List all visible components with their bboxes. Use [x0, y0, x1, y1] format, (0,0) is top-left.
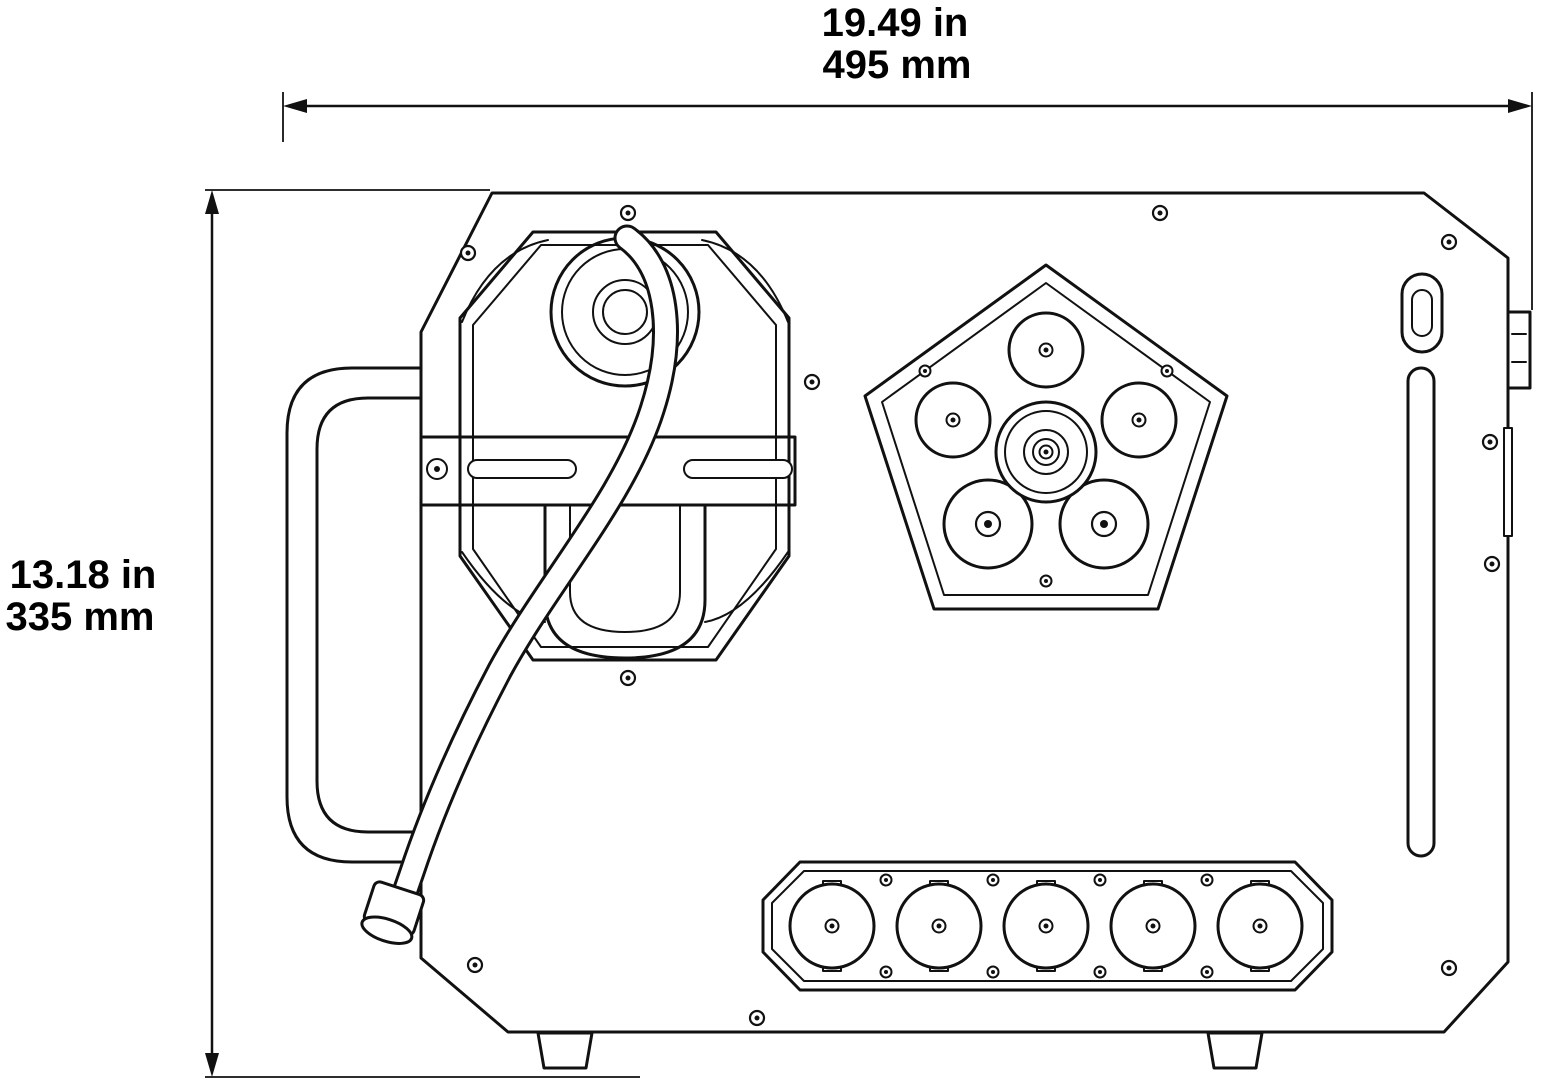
height-dimension-inches: 13.18 in [10, 553, 157, 597]
screw [748, 1009, 766, 1027]
screw [803, 373, 821, 391]
screw [1200, 965, 1214, 979]
screw [1093, 965, 1107, 979]
flexible-hose [360, 224, 679, 945]
screw [986, 873, 1000, 887]
lens-center [1038, 918, 1054, 934]
blower-assembly [421, 230, 797, 662]
screw [619, 669, 637, 687]
lens-center [1131, 412, 1147, 428]
bottom-lens-strip [761, 860, 1334, 992]
yoke-bracket [543, 503, 707, 660]
screw [879, 873, 893, 887]
lens-center [1252, 918, 1268, 934]
edge-recess [1503, 427, 1513, 537]
screw [1440, 233, 1458, 251]
lens-center [824, 918, 840, 934]
foot-right [1206, 1031, 1264, 1070]
lens-center [1038, 342, 1054, 358]
screw [1151, 204, 1169, 222]
center-nozzle [994, 400, 1098, 504]
screw [1160, 364, 1174, 378]
lens-center [974, 510, 1002, 538]
side-handle [285, 366, 423, 864]
screw [1481, 433, 1499, 451]
screw [918, 364, 932, 378]
width-dimension: 19.49 in 495 mm [282, 1, 1533, 310]
power-connector [1506, 310, 1532, 390]
screw [1039, 574, 1053, 588]
height-dimension-mm: 335 mm [6, 595, 155, 639]
foot-left [536, 1031, 594, 1070]
right-side-details [1400, 272, 1532, 858]
width-dimension-inches: 19.49 in [822, 1, 969, 45]
screw [1483, 555, 1501, 573]
screw [459, 244, 477, 262]
lens-center [945, 412, 961, 428]
lens-center [1090, 510, 1118, 538]
screw [986, 965, 1000, 979]
lens-center [931, 918, 947, 934]
lens-center [1145, 918, 1161, 934]
screw [1440, 959, 1458, 977]
screw [879, 965, 893, 979]
screw [1200, 873, 1214, 887]
latch-handle [1400, 272, 1444, 354]
screw [619, 204, 637, 222]
pentagon-lens-cluster [863, 263, 1229, 611]
hose-coupling [360, 880, 426, 945]
height-dimension: 13.18 in 335 mm [6, 189, 640, 1078]
device-body-outline [419, 191, 1510, 1070]
lens-row [788, 880, 1304, 972]
screw [1093, 873, 1107, 887]
side-slot [1406, 366, 1436, 858]
width-dimension-mm: 495 mm [823, 43, 972, 87]
screw [466, 956, 484, 974]
